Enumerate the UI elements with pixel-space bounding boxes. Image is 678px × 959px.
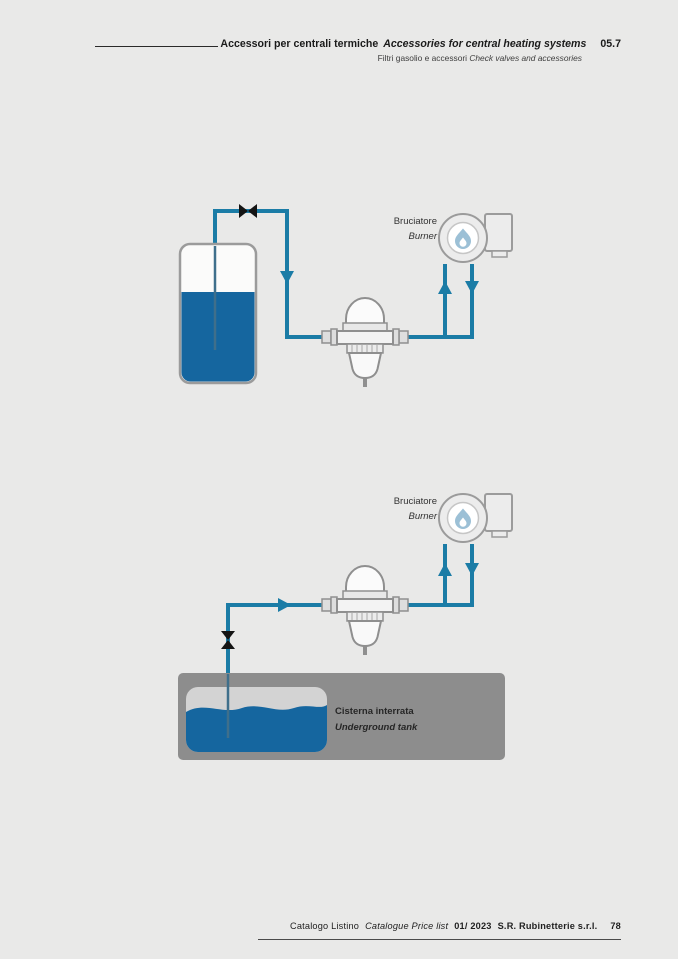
- tank-to-filter-pipe: [213, 209, 324, 339]
- oil-filter-icon: [321, 565, 409, 656]
- oil-level: [186, 705, 327, 752]
- flow-arrow-down-icon: [465, 563, 479, 576]
- burner-label-top: Bruciatore Burner: [297, 215, 437, 244]
- flow-arrow-up-icon: [438, 563, 452, 576]
- flow-arrow-down-icon: [280, 271, 294, 284]
- suction-feed-diagram: [178, 493, 513, 760]
- flow-arrow-right-icon: [278, 598, 291, 612]
- title-italian: Accessori per centrali termiche: [220, 38, 379, 50]
- filter-to-burner-pipe: [406, 264, 474, 339]
- above-ground-tank: [178, 242, 258, 385]
- footer-company: S.R. Rubinetterie s.r.l.: [497, 921, 598, 931]
- footer-catalog-italian: Catalogo Listino: [289, 921, 360, 931]
- burner-label-bottom: Bruciatore Burner: [297, 495, 437, 524]
- subtitle-english: Check valves and accessories: [469, 53, 582, 63]
- shutoff-valve-icon: [239, 204, 257, 218]
- section-number: 05.7: [600, 38, 621, 50]
- burner-label-italian: Bruciatore: [393, 496, 437, 507]
- tank-to-filter-pipe: [226, 603, 324, 674]
- burner-label-italian: Bruciatore: [393, 216, 437, 227]
- underground-tank-label: Cisterna interrata Underground tank: [335, 704, 417, 736]
- oil-filter-icon: [321, 297, 409, 388]
- burner-label-english: Burner: [408, 510, 437, 522]
- oil-level: [181, 292, 255, 382]
- tank-label-italian: Cisterna interrata: [335, 706, 414, 717]
- page-number: 78: [610, 921, 621, 931]
- footer-rule: [258, 939, 621, 940]
- page-title: Accessori per centrali termiche Accessor…: [220, 38, 621, 50]
- burner-label-english: Burner: [408, 230, 437, 242]
- shutoff-valve-icon: [221, 631, 235, 649]
- subtitle-italian: Filtri gasolio e accessori: [377, 53, 468, 63]
- underground-tank: [178, 673, 505, 760]
- gravity-feed-diagram: [178, 204, 513, 388]
- footer-edition: 01/ 2023: [454, 921, 492, 931]
- page-header: Accessori per centrali termiche Accessor…: [220, 38, 621, 63]
- footer-catalog-english: Catalogue Price list: [365, 921, 449, 931]
- header-rule: [95, 46, 218, 47]
- tank-label-english: Underground tank: [335, 722, 418, 733]
- flow-arrow-down-icon: [465, 281, 479, 294]
- burner-icon: [438, 493, 513, 543]
- title-english: Accessories for central heating systems: [383, 38, 587, 50]
- page-subtitle: Filtri gasolio e accessori Check valves …: [220, 53, 582, 63]
- page-footer: Catalogo Listino Catalogue Price list 01…: [290, 921, 621, 931]
- flow-arrow-up-icon: [438, 281, 452, 294]
- burner-icon: [438, 213, 513, 263]
